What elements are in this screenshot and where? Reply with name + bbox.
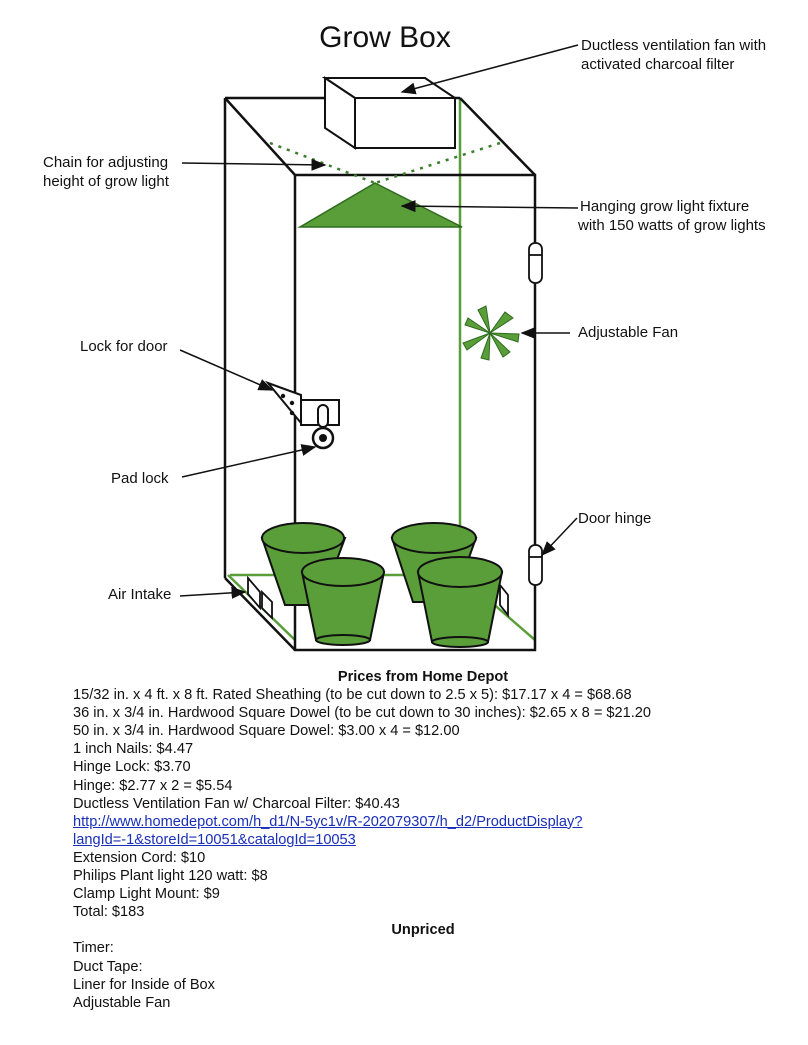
- callout-air-intake: Air Intake: [108, 586, 171, 603]
- grow-light-fixture: [297, 182, 463, 228]
- callout-chain-line1: Chain for adjusting: [43, 154, 168, 171]
- diagram-title: Grow Box: [319, 21, 451, 54]
- door-hinge: [528, 242, 543, 586]
- padlock-icon: [311, 426, 335, 450]
- price-list: Prices from Home Depot 15/32 in. x 4 ft.…: [73, 668, 773, 1012]
- callout-arrows: [179, 44, 579, 599]
- product-link-line2[interactable]: langId=-1&storeId=10051&catalogId=10053: [73, 831, 356, 848]
- callout-hinge: Door hinge: [578, 510, 651, 527]
- unpriced-heading: Unpriced: [391, 922, 455, 939]
- callout-chain-line2: height of grow light: [43, 173, 170, 190]
- price-item: Philips Plant light 120 watt: $8: [73, 868, 268, 885]
- price-item: Extension Cord: $10: [73, 849, 206, 866]
- ventilation-fan-box: [321, 76, 459, 150]
- callout-light-line1: Hanging grow light fixture: [580, 198, 749, 215]
- grow-box-diagram: Grow Box: [43, 21, 766, 652]
- adjustable-fan-icon: [462, 305, 520, 361]
- price-total: Total: $183: [73, 904, 145, 921]
- door-lock-hardware: [264, 380, 340, 428]
- plant-pot: [300, 557, 386, 646]
- unpriced-item: Liner for Inside of Box: [73, 976, 215, 993]
- price-item: Hinge: $2.77 x 2 = $5.54: [73, 777, 233, 794]
- price-item: Ductless Ventilation Fan w/ Charcoal Fil…: [73, 795, 400, 812]
- callout-lock: Lock for door: [80, 338, 168, 355]
- prices-heading: Prices from Home Depot: [337, 669, 509, 685]
- unpriced-item: Duct Tape:: [73, 958, 143, 975]
- callout-light-line2: with 150 watts of grow lights: [577, 217, 766, 234]
- unpriced-item: Adjustable Fan: [73, 994, 171, 1011]
- price-item: Clamp Light Mount: $9: [73, 886, 220, 903]
- air-intake-vent: [247, 575, 509, 621]
- plant-pot: [416, 556, 504, 648]
- callout-padlock: Pad lock: [111, 470, 169, 487]
- callout-adjustable-fan: Adjustable Fan: [578, 324, 678, 341]
- unpriced-item: Timer:: [73, 940, 114, 957]
- price-item: Hinge Lock: $3.70: [73, 759, 191, 776]
- price-item: 15/32 in. x 4 ft. x 8 ft. Rated Sheathin…: [73, 687, 632, 704]
- product-link-line1[interactable]: http://www.homedepot.com/h_d1/N-5yc1v/R-…: [73, 813, 583, 830]
- callout-fan-filter-line1: Ductless ventilation fan with: [581, 37, 766, 54]
- callout-fan-filter-line2: activated charcoal filter: [581, 56, 734, 73]
- price-item: 50 in. x 3/4 in. Hardwood Square Dowel: …: [73, 723, 460, 740]
- price-item: 1 inch Nails: $4.47: [73, 741, 194, 758]
- price-item: 36 in. x 3/4 in. Hardwood Square Dowel (…: [73, 705, 652, 722]
